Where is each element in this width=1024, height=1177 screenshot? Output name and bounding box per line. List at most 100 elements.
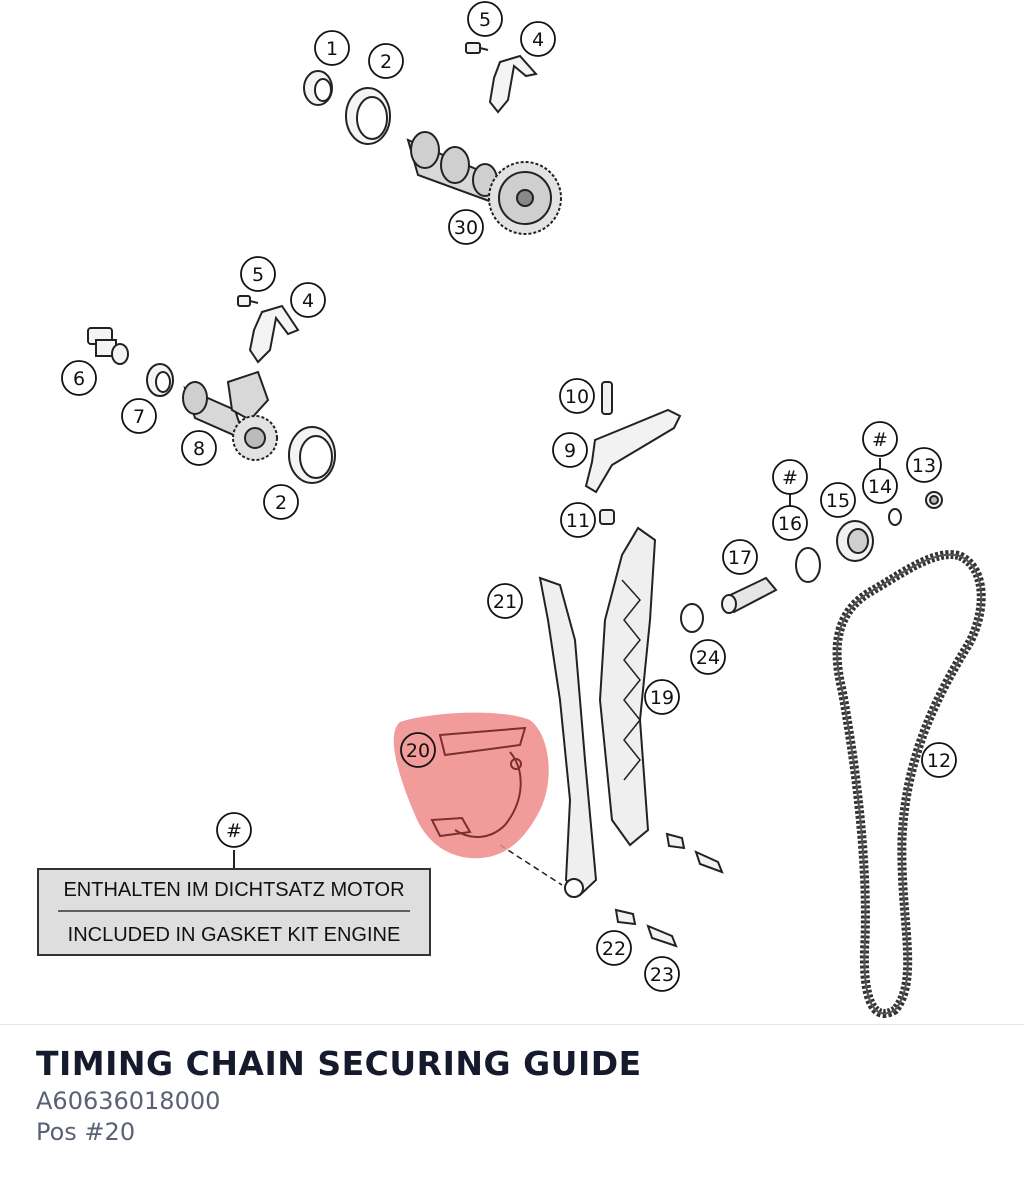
callout-label: 2 [275,492,287,514]
callout-label: 8 [193,438,205,460]
callout-circle [862,468,898,504]
callout-circle [906,447,942,483]
securing-guide-top [438,726,527,757]
callout-label: 14 [868,476,892,498]
part-info-panel: TIMING CHAIN SECURING GUIDE A60636018000… [36,1042,996,1148]
callout-circle [772,505,808,541]
tensioner-assembly [680,491,943,633]
callout-label: 4 [302,290,314,312]
callout-circle [121,398,157,434]
gasket-kit-box [37,868,431,956]
callout-label: 22 [602,938,626,960]
callout-16[interactable]: 16 [772,505,808,541]
callout-5[interactable]: 5 [240,256,276,292]
callout-4[interactable]: 4 [290,282,326,318]
guide-rail-19 [598,526,657,847]
callout-22[interactable]: 22 [596,930,632,966]
securing-guide-hole [510,758,522,770]
sleeve-upper [665,832,686,850]
callout-circle [240,256,276,292]
bolt-23 [646,924,678,948]
callout-20[interactable]: 20 [400,732,436,768]
callout-circle [596,930,632,966]
bolt-5-shank [479,47,489,51]
callout-24[interactable]: 24 [690,639,726,675]
camshaft-exhaust-assembly [303,42,562,235]
callout-1[interactable]: 1 [314,30,350,66]
callout-21[interactable]: 21 [487,583,523,619]
callout-label: 1 [326,38,338,60]
callout-5[interactable]: 5 [467,1,503,37]
callout-label: 24 [696,647,720,669]
callout-14[interactable]: 14 [862,468,898,504]
callout-12[interactable]: 12 [921,742,957,778]
callout-17[interactable]: 17 [722,539,758,575]
callout-11[interactable]: 11 [560,502,596,538]
callout-7[interactable]: 7 [121,398,157,434]
callout-circle [722,539,758,575]
callout-circle [448,209,484,245]
callout-circle [216,812,252,848]
callout-label: 16 [778,513,802,535]
callout-10[interactable]: 10 [559,378,595,414]
callout-6[interactable]: 6 [61,360,97,396]
callout-15[interactable]: 15 [820,482,856,518]
tensioner-17-end [721,594,737,614]
sensor-6-tip [111,343,129,365]
bracket-4b [248,304,300,364]
callout-4[interactable]: 4 [520,21,556,57]
callout-9[interactable]: 9 [552,432,588,468]
cam-sprocket-center [516,189,534,207]
callout-hash[interactable]: # [772,459,808,495]
bolt-5b [237,295,251,307]
callout-circle [400,732,436,768]
upper-guide-assembly [584,381,682,525]
gasket-kit-legend: ENTHALTEN IM DICHTSATZ MOTOR INCLUDED IN… [37,868,431,956]
callout-label: # [226,820,242,842]
cam-8-lobe-a [182,381,208,415]
cam-8-lobe-b [226,370,270,422]
callout-circle [644,679,680,715]
callout-label: 13 [912,455,936,477]
callout-2[interactable]: 2 [368,43,404,79]
cam-lobe-a [410,131,440,169]
callout-label: 17 [728,547,752,569]
gasket-kit-line-en: INCLUDED IN GASKET KIT ENGINE [68,924,401,946]
bolt-5 [465,42,481,54]
bolt-10 [601,381,613,415]
o-ring-16 [795,547,821,583]
timing-chain-12 [832,550,986,1018]
part-position: Pos #20 [36,1118,136,1146]
callout-23[interactable]: 23 [644,956,680,992]
callout-8[interactable]: 8 [181,430,217,466]
part-title: TIMING CHAIN SECURING GUIDE [36,1044,642,1083]
callout-circle [690,639,726,675]
callout-hash[interactable]: # [862,421,898,457]
callout-circle [181,430,217,466]
o-ring-24 [680,603,704,633]
callout-circle [290,282,326,318]
callout-13[interactable]: 13 [906,447,942,483]
callout-circle [560,502,596,538]
callout-circle [467,1,503,37]
callout-group: 12543054678210911#1413#1615172124191220#… [61,1,957,992]
part-number: A60636018000 [36,1087,221,1115]
securing-guide-foot [430,816,472,838]
callout-label: # [872,429,888,451]
callout-19[interactable]: 19 [644,679,680,715]
guide-rail-9 [584,408,682,494]
bolt-5b-shank [249,300,259,304]
gasket-kit-line-de: ENTHALTEN IM DICHTSATZ MOTOR [63,879,404,901]
callout-label: 19 [650,687,674,709]
callout-hash[interactable]: # [216,812,252,848]
callout-label: 21 [493,591,517,613]
callout-label: 5 [252,264,264,286]
callout-circle [552,432,588,468]
callout-2[interactable]: 2 [263,484,299,520]
bearing-ring-2b-inner [299,435,333,479]
cam-lobe-b [440,146,470,184]
cam-8-sprocket-hub [244,427,266,449]
callout-30[interactable]: 30 [448,209,484,245]
callout-circle [644,956,680,992]
bearing-7-inner [155,371,171,393]
